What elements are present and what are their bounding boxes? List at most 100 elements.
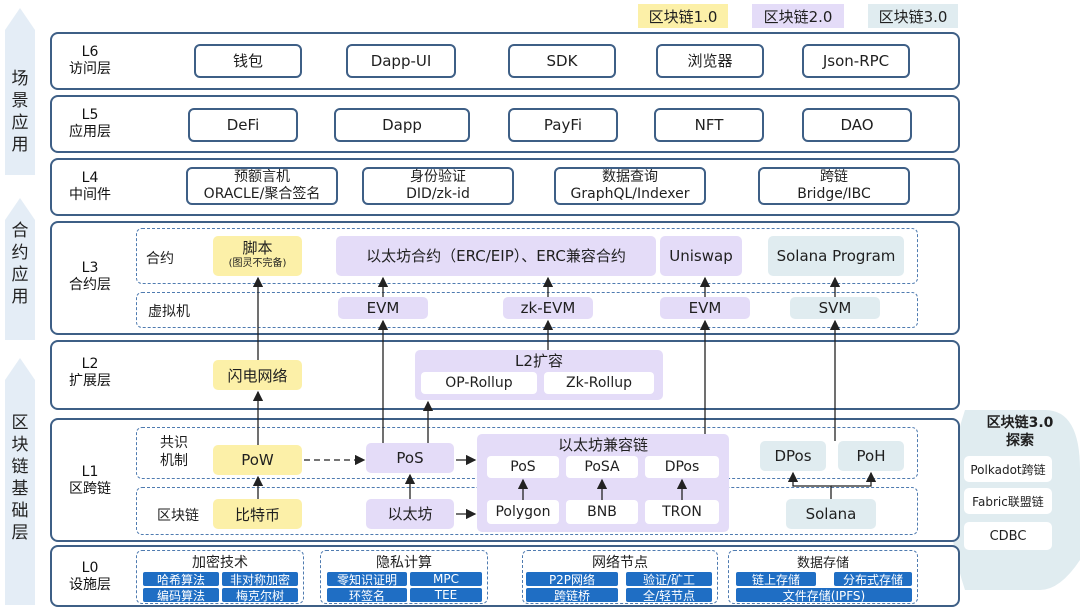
l1-tron: TRON [645, 500, 719, 524]
l0-storage-title: 数据存储 [796, 556, 849, 571]
l1-solana: Solana [786, 499, 876, 529]
l4-code: L4 [81, 170, 99, 186]
l0-privacy-mpc: MPC [410, 572, 482, 586]
l5-name: 应用层 [69, 124, 111, 140]
l3-contract-row [136, 228, 918, 284]
l3-vm-zk-evm: zk-EVM [503, 297, 593, 319]
l6-name: 访问层 [69, 61, 111, 77]
l5-dapp: Dapp [334, 108, 470, 142]
l3-script-title: 脚本 [242, 239, 273, 257]
l1-name: 区跨链 [69, 481, 111, 497]
l3-contract-row-label: 合约 [146, 251, 174, 267]
l0-privacy-zkp: 零知识证明 [327, 572, 407, 587]
legend-blockchain-2: 区块链2.0 [752, 4, 844, 28]
l4-name: 中间件 [69, 187, 111, 203]
side-label-scene: 场景应用 [11, 69, 29, 155]
l0-crypto-hash: 哈希算法 [143, 572, 219, 587]
l4-cross-chain-line1: 跨链 [820, 169, 848, 185]
l6-code: L6 [81, 44, 99, 60]
l0-group-crypto [136, 550, 304, 604]
l3-vm-evm-2: EVM [660, 297, 750, 319]
l4-oracle-line1: 预额言机 [234, 169, 290, 185]
l0-network-bridge: 跨链桥 [526, 588, 618, 603]
l1-compat-dpos: DPos [645, 456, 719, 478]
l3-vm-svm: SVM [790, 297, 880, 319]
l0-code: L0 [81, 560, 99, 576]
explore-cdbc: CDBC [964, 522, 1052, 550]
explore-title: 区块链3.0 探索 [986, 415, 1054, 449]
l4-identity-line2: DID/zk-id [406, 186, 470, 202]
l3-code: L3 [81, 260, 99, 276]
l3-vm-row [136, 292, 918, 328]
l6-dapp-ui: Dapp-UI [346, 44, 456, 78]
side-label-contract: 合约应用 [11, 221, 29, 307]
l1-pow: PoW [213, 445, 302, 475]
l0-privacy-title: 隐私计算 [376, 555, 432, 571]
l6-browser: 浏览器 [656, 44, 764, 78]
l0-storage-onchain: 链上存储 [736, 572, 816, 587]
l0-privacy-tee: TEE [410, 588, 482, 602]
l5-defi: DeFi [188, 108, 298, 142]
l0-group-privacy [320, 550, 488, 604]
l5-dao: DAO [802, 108, 912, 142]
l4-cross-chain-line2: Bridge/IBC [797, 186, 871, 202]
l4-data-query-line2: GraphQL/Indexer [570, 186, 690, 202]
l1-bnb: BNB [566, 500, 638, 524]
l2-name: 扩展层 [69, 373, 111, 389]
l1-chain-row-label: 区块链 [157, 508, 199, 524]
l0-group-network [522, 550, 718, 604]
l0-name: 设施层 [69, 577, 111, 593]
l0-network-p2p: P2P网络 [526, 572, 618, 587]
l4-identity-line1: 身份验证 [410, 169, 466, 185]
l0-storage-distributed: 分布式存储 [834, 572, 912, 587]
l3-vm-evm-1: EVM [338, 297, 428, 319]
l1-compat-pos: PoS [487, 456, 559, 478]
l0-network-title: 网络节点 [592, 555, 648, 571]
l3-vm-row-label: 虚拟机 [148, 304, 190, 320]
l3-name: 合约层 [69, 277, 111, 293]
l0-privacy-ring: 环签名 [327, 588, 407, 603]
l0-group-storage [728, 550, 918, 604]
l1-consensus-row-label: 共识 机制 [160, 435, 188, 469]
l3-uniswap: Uniswap [660, 236, 742, 276]
l4-oracle-line2: ORACLE/聚合签名 [203, 186, 321, 202]
l3-script-note: (图灵不完备) [228, 258, 287, 269]
legend-blockchain-1: 区块链1.0 [638, 4, 728, 28]
legend-blockchain-3: 区块链3.0 [868, 4, 958, 28]
l5-nft: NFT [654, 108, 764, 142]
explore-polkadot: Polkadot跨链 [964, 456, 1052, 482]
l1-compat-posa: PoSA [566, 456, 638, 478]
l1-code: L1 [81, 464, 99, 480]
l0-network-nodes: 全/轻节点 [626, 588, 712, 603]
l2-op-rollup: OP-Rollup [421, 372, 537, 394]
l0-network-validator: 验证/矿工 [626, 572, 712, 587]
l0-crypto-merkle: 梅克尔树 [222, 588, 298, 603]
l2-lightning: 闪电网络 [213, 360, 302, 390]
l1-pos: PoS [366, 443, 454, 473]
l0-crypto-title: 加密技术 [192, 555, 248, 571]
l0-crypto-encoding: 编码算法 [143, 588, 219, 603]
explore-fabric: Fabric联盟链 [964, 488, 1052, 514]
l1-bitcoin: 比特币 [213, 499, 302, 529]
l5-payfi: PayFi [508, 108, 618, 142]
l1-poh: PoH [838, 441, 904, 471]
l6-json-rpc: Json-RPC [802, 44, 910, 78]
l2-zk-rollup: Zk-Rollup [544, 372, 654, 394]
l0-storage-ipfs: 文件存储(IPFS) [736, 588, 912, 603]
l6-sdk: SDK [508, 44, 616, 78]
l6-wallet: 钱包 [194, 44, 302, 78]
l4-data-query-line1: 数据查询 [602, 169, 658, 185]
l3-solana-program: Solana Program [768, 236, 904, 276]
l1-dpos: DPos [760, 441, 826, 471]
l3-eth-contract: 以太坊合约（ERC/EIP）、ERC兼容合约 [336, 236, 656, 276]
